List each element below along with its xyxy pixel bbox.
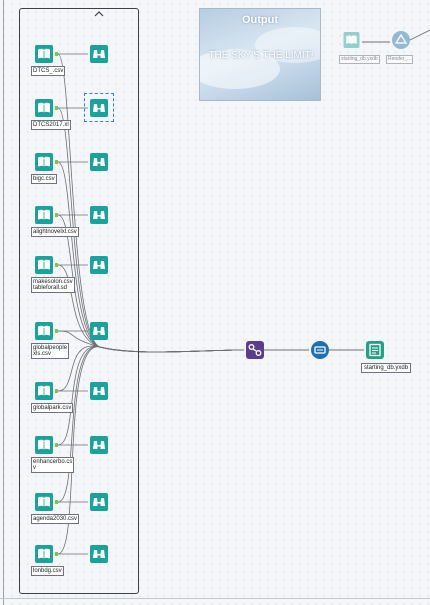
- browse-tool[interactable]: [90, 493, 108, 511]
- browse-tool[interactable]: [90, 382, 108, 400]
- union-icon: [246, 341, 264, 359]
- binoculars-icon: [90, 322, 108, 340]
- input-file-label: alightnovelxl.csv: [31, 227, 79, 237]
- ghost-label-1: starting_db.yxdb: [339, 55, 380, 64]
- output-anchor[interactable]: [55, 500, 58, 504]
- browse-tool[interactable]: [90, 153, 108, 171]
- output-anchor[interactable]: [55, 213, 58, 217]
- container-grip-icon[interactable]: [94, 10, 104, 18]
- input-data-tool[interactable]: [35, 382, 53, 400]
- binoculars-icon: [90, 493, 108, 511]
- input-data-tool[interactable]: [35, 322, 53, 340]
- output-anchor[interactable]: [55, 52, 58, 56]
- input-file-label: DTCS2017.xl: [31, 120, 71, 130]
- output-anchor[interactable]: [55, 389, 58, 393]
- output-anchor[interactable]: [55, 443, 58, 447]
- output-anchor[interactable]: [55, 106, 58, 110]
- pipeline-connector: [409, 29, 430, 41]
- union-tool[interactable]: [246, 341, 264, 359]
- book-icon: [35, 545, 53, 563]
- browse-tool[interactable]: [90, 99, 108, 117]
- input-file-label: globalpark.csv: [31, 403, 74, 413]
- output-anchor[interactable]: [55, 263, 58, 267]
- input-file-label: makesolon.csv tableforall.sd: [31, 277, 75, 293]
- output-anchor[interactable]: [55, 160, 58, 164]
- input-file-label: agenda2030.csv: [31, 514, 80, 524]
- browse-tool[interactable]: [90, 256, 108, 274]
- binoculars-icon: [90, 382, 108, 400]
- browse-tool[interactable]: [90, 322, 108, 340]
- book-icon: [35, 436, 53, 454]
- book-icon: [35, 322, 53, 340]
- output-file-icon: [366, 341, 384, 359]
- output-tool[interactable]: [366, 341, 384, 359]
- book-icon: [35, 153, 53, 171]
- book-icon: [35, 206, 53, 224]
- input-data-tool[interactable]: [35, 206, 53, 224]
- input-file-label: globalpeople xls.csv: [31, 343, 70, 359]
- binoculars-icon: [90, 256, 108, 274]
- book-icon: [35, 99, 53, 117]
- browse-tool[interactable]: [90, 45, 108, 63]
- browse-tool[interactable]: [90, 436, 108, 454]
- ghost-render-tool: [392, 31, 410, 54]
- output-anchor[interactable]: [55, 329, 58, 333]
- ghost-label-2: Render_...: [386, 55, 414, 64]
- comment-box[interactable]: Output THE SKY'S THE LIMIT!: [199, 8, 321, 101]
- input-data-tool[interactable]: [35, 153, 53, 171]
- render-icon: [392, 31, 410, 49]
- binoculars-icon: [90, 99, 108, 117]
- ghost-input-tool: [343, 32, 360, 53]
- book-icon: [35, 256, 53, 274]
- binoculars-icon: [90, 206, 108, 224]
- comment-text: THE SKY'S THE LIMIT!: [208, 50, 314, 61]
- input-data-tool[interactable]: [35, 436, 53, 454]
- input-file-label: lonbdg.csv: [31, 566, 64, 576]
- transform-tool[interactable]: [311, 341, 329, 359]
- canvas-bottom-edge: [0, 598, 430, 599]
- binoculars-icon: [90, 45, 108, 63]
- book-icon: [343, 32, 360, 48]
- tool-container[interactable]: [19, 8, 139, 594]
- book-icon: [35, 493, 53, 511]
- input-data-tool[interactable]: [35, 99, 53, 117]
- canvas-left-edge: [3, 0, 4, 605]
- cloud-decoration: [200, 49, 280, 89]
- input-data-tool[interactable]: [35, 256, 53, 274]
- book-icon: [35, 382, 53, 400]
- comment-title: Output: [241, 14, 279, 26]
- browse-tool[interactable]: [90, 206, 108, 224]
- input-data-tool[interactable]: [35, 45, 53, 63]
- cloud-decoration: [255, 27, 320, 63]
- selection-outline: [84, 93, 114, 122]
- binoculars-icon: [90, 153, 108, 171]
- binoculars-icon: [90, 436, 108, 454]
- binoculars-icon: [90, 545, 108, 563]
- book-icon: [35, 45, 53, 63]
- transform-icon: [311, 341, 329, 359]
- browse-tool[interactable]: [90, 545, 108, 563]
- input-file-label: enhancerbo.cs v: [31, 457, 75, 473]
- input-file-label: bigc.csv: [31, 174, 57, 184]
- input-file-label: DTCS_.csv: [31, 66, 66, 76]
- output-file-label: starting_db.yxdb: [361, 363, 412, 373]
- input-data-tool[interactable]: [35, 493, 53, 511]
- input-data-tool[interactable]: [35, 545, 53, 563]
- output-anchor[interactable]: [55, 552, 58, 556]
